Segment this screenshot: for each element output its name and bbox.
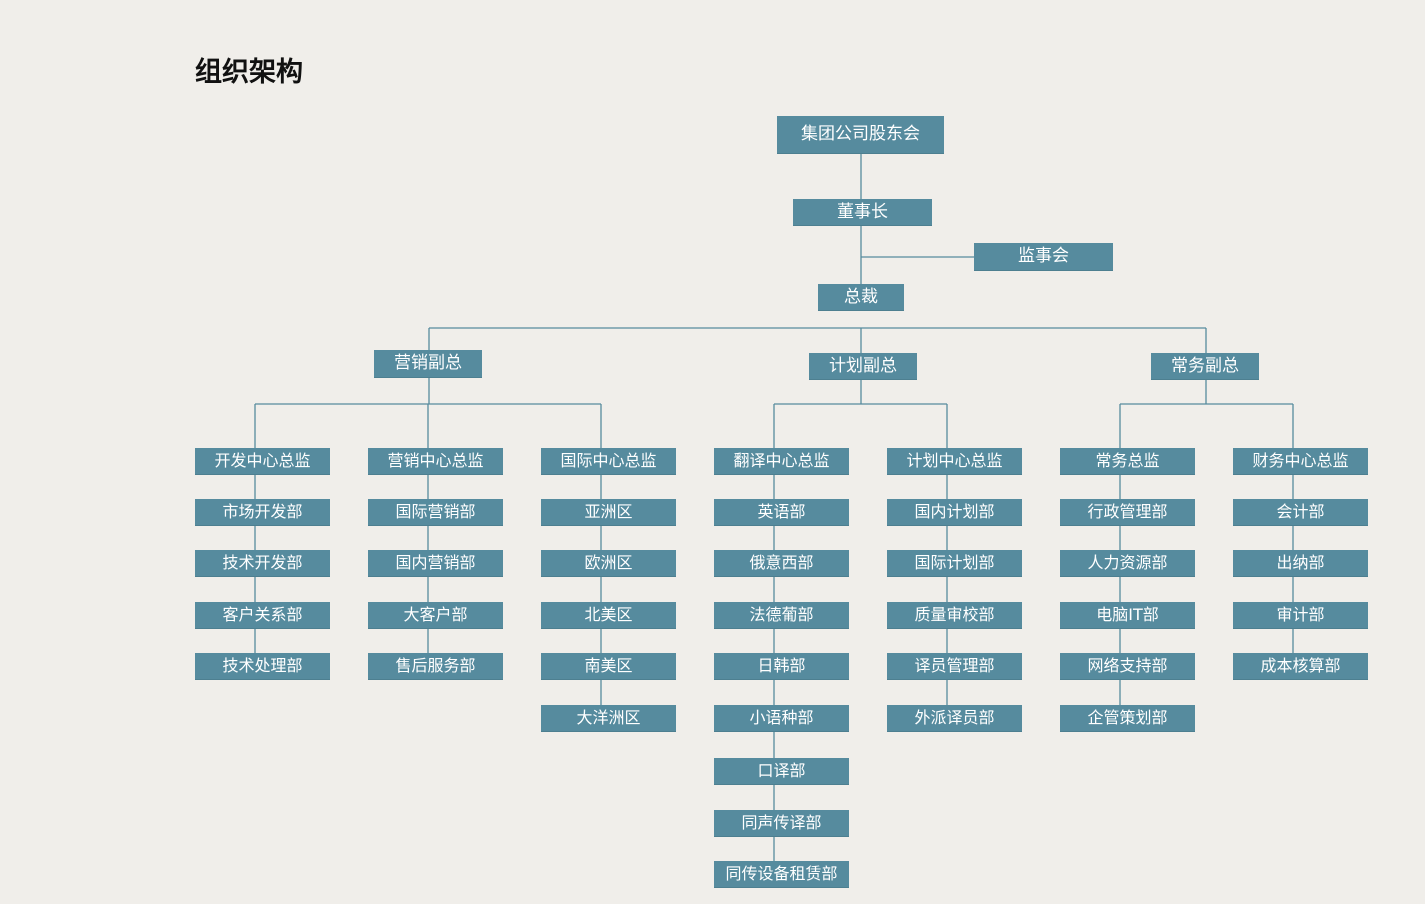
director-box: 财务中心总监	[1233, 448, 1368, 475]
dept-box: 客户关系部	[195, 602, 330, 629]
dept-box-label: 技术处理部	[222, 656, 303, 675]
dept-box: 法德葡部	[714, 602, 849, 629]
dept-box: 电脑IT部	[1060, 602, 1195, 629]
dept-box-label: 外派译员部	[914, 708, 995, 727]
dept-box-label: 市场开发部	[222, 502, 303, 521]
dept-box: 日韩部	[714, 653, 849, 680]
dept-box: 大洋洲区	[541, 705, 676, 732]
dept-box: 网络支持部	[1060, 653, 1195, 680]
dept-box-label: 技术开发部	[222, 553, 303, 572]
dept-box: 小语种部	[714, 705, 849, 732]
dept-box-label: 日韩部	[757, 656, 806, 675]
dept-box: 同传设备租赁部	[714, 861, 849, 888]
dept-box-label: 网络支持部	[1087, 656, 1168, 675]
dept-box: 行政管理部	[1060, 499, 1195, 526]
dept-box-label: 审计部	[1276, 605, 1325, 624]
dept-box: 北美区	[541, 602, 676, 629]
dept-box-label: 亚洲区	[584, 502, 633, 521]
page-title: 组织架构	[195, 57, 303, 88]
vp-box-1-label: 计划副总	[829, 355, 897, 376]
director-box: 国际中心总监	[541, 448, 676, 475]
president-box: 总裁	[818, 284, 904, 311]
director-box-label: 国际中心总监	[560, 451, 657, 470]
dept-box-label: 欧洲区	[584, 553, 633, 572]
dept-box: 审计部	[1233, 602, 1368, 629]
director-box: 计划中心总监	[887, 448, 1022, 475]
dept-box: 同声传译部	[714, 810, 849, 837]
dept-box-label: 大洋洲区	[576, 708, 641, 727]
director-box: 开发中心总监	[195, 448, 330, 475]
supervisors-box-label: 监事会	[1018, 246, 1069, 266]
dept-box: 国际营销部	[368, 499, 503, 526]
director-box: 翻译中心总监	[714, 448, 849, 475]
president-box-label: 总裁	[844, 286, 878, 307]
chairman-box: 董事长	[793, 199, 932, 226]
director-box: 常务总监	[1060, 448, 1195, 475]
dept-box-label: 国际计划部	[914, 553, 995, 572]
dept-box-label: 国际营销部	[395, 502, 476, 521]
dept-box-label: 国内营销部	[395, 553, 476, 572]
dept-box: 国内计划部	[887, 499, 1022, 526]
dept-box: 市场开发部	[195, 499, 330, 526]
dept-box-label: 译员管理部	[914, 656, 995, 675]
dept-box-label: 行政管理部	[1087, 502, 1168, 521]
director-box-label: 翻译中心总监	[733, 451, 830, 470]
dept-box: 外派译员部	[887, 705, 1022, 732]
dept-box-label: 大客户部	[403, 605, 468, 624]
vp-box-2: 常务副总	[1151, 353, 1259, 380]
chairman-box-label: 董事长	[837, 201, 888, 222]
dept-box: 技术开发部	[195, 550, 330, 577]
dept-box-label: 人力资源部	[1087, 553, 1168, 572]
director-box-label: 开发中心总监	[214, 451, 311, 470]
dept-box: 人力资源部	[1060, 550, 1195, 577]
dept-box: 会计部	[1233, 499, 1368, 526]
dept-box-label: 售后服务部	[395, 656, 476, 675]
dept-box-label: 小语种部	[749, 708, 814, 727]
dept-box: 大客户部	[368, 602, 503, 629]
dept-box-label: 出纳部	[1276, 553, 1325, 572]
dept-box-label: 法德葡部	[749, 605, 814, 624]
dept-box-label: 同声传译部	[741, 813, 822, 832]
vp-box-2-label: 常务副总	[1171, 355, 1239, 376]
dept-box: 口译部	[714, 758, 849, 785]
dept-box: 南美区	[541, 653, 676, 680]
dept-box: 英语部	[714, 499, 849, 526]
dept-box: 俄意西部	[714, 550, 849, 577]
director-box-label: 常务总监	[1095, 451, 1160, 470]
dept-box: 欧洲区	[541, 550, 676, 577]
dept-box: 质量审校部	[887, 602, 1022, 629]
dept-box-label: 质量审校部	[914, 605, 995, 624]
director-box-label: 计划中心总监	[906, 451, 1003, 470]
dept-box-label: 英语部	[757, 502, 806, 521]
director-box-label: 营销中心总监	[387, 451, 484, 470]
dept-box-label: 国内计划部	[914, 502, 995, 521]
dept-box-label: 俄意西部	[749, 553, 814, 572]
dept-box-label: 同传设备租赁部	[725, 864, 838, 883]
dept-box-label: 客户关系部	[222, 605, 303, 624]
director-box-label: 财务中心总监	[1252, 451, 1349, 470]
dept-box: 售后服务部	[368, 653, 503, 680]
vp-box-1: 计划副总	[809, 353, 917, 380]
shareholders-box-label: 集团公司股东会	[801, 124, 920, 144]
dept-box: 亚洲区	[541, 499, 676, 526]
dept-box: 企管策划部	[1060, 705, 1195, 732]
director-box: 营销中心总监	[368, 448, 503, 475]
dept-box-label: 成本核算部	[1260, 656, 1341, 675]
shareholders-box: 集团公司股东会	[777, 116, 944, 154]
dept-box-label: 企管策划部	[1087, 708, 1168, 727]
vp-box-0: 营销副总	[374, 350, 482, 378]
dept-box: 国内营销部	[368, 550, 503, 577]
dept-box: 译员管理部	[887, 653, 1022, 680]
dept-box: 国际计划部	[887, 550, 1022, 577]
dept-box-label: 南美区	[584, 656, 633, 675]
vp-box-0-label: 营销副总	[394, 353, 462, 373]
supervisors-box: 监事会	[974, 243, 1113, 271]
dept-box: 成本核算部	[1233, 653, 1368, 680]
dept-box: 技术处理部	[195, 653, 330, 680]
dept-box: 出纳部	[1233, 550, 1368, 577]
dept-box-label: 北美区	[584, 605, 633, 624]
dept-box-label: 会计部	[1276, 502, 1325, 521]
dept-box-label: 口译部	[757, 761, 806, 780]
dept-box-label: 电脑IT部	[1096, 605, 1159, 624]
